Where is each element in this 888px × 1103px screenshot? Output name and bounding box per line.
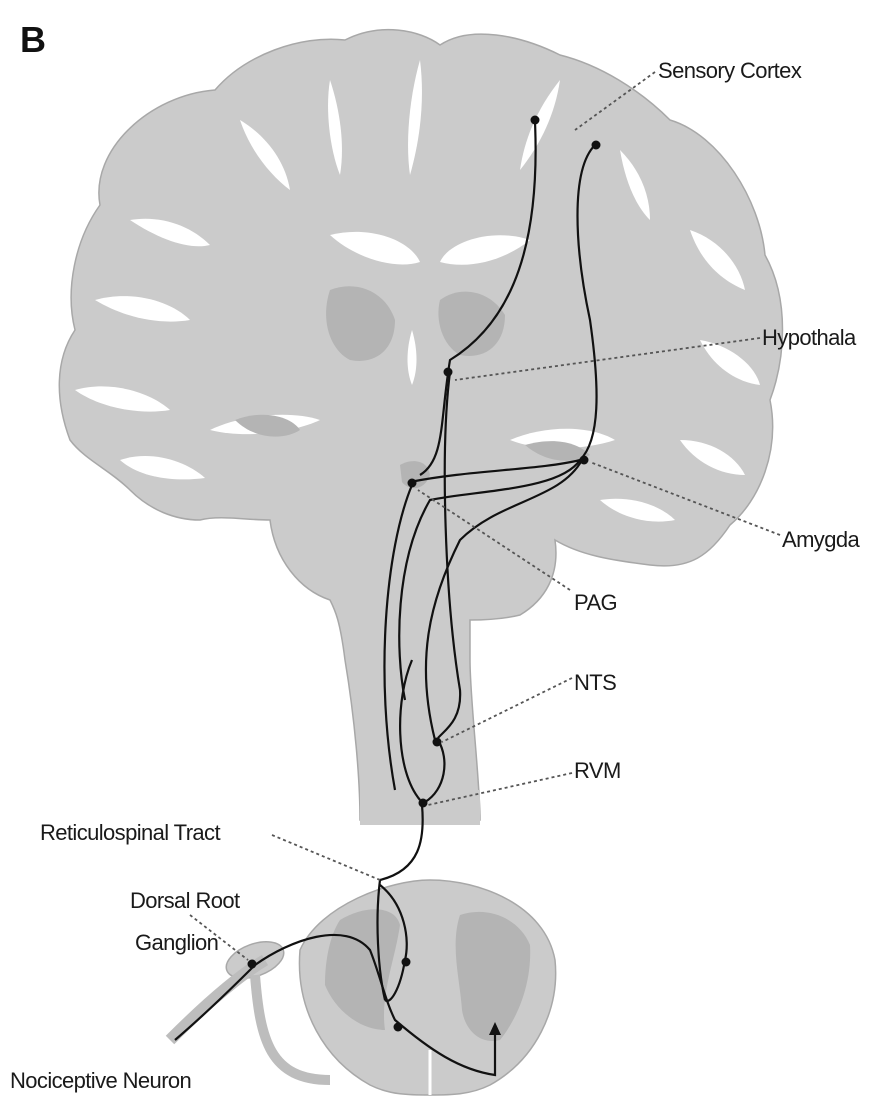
brain-section (59, 30, 782, 825)
label-nociceptive-neuron: Nociceptive Neuron (10, 1068, 191, 1093)
label-hypothalamus: Hypothala (762, 325, 857, 350)
node-drg (248, 960, 257, 969)
node-dorsal-horn-2 (394, 1023, 403, 1032)
label-pag: PAG (574, 590, 617, 615)
node-nts (433, 738, 442, 747)
label-dorsal-root-line2: Ganglion (135, 930, 218, 955)
label-nts: NTS (574, 670, 616, 695)
node-pag (408, 479, 417, 488)
node-sensory-cortex-2 (592, 141, 601, 150)
node-sensory-cortex-1 (531, 116, 540, 125)
label-dorsal-root-line1: Dorsal Root (130, 888, 240, 913)
leader-reticulospinal (272, 835, 380, 880)
label-sensory-cortex: Sensory Cortex (658, 58, 802, 83)
node-rvm (419, 799, 428, 808)
node-dorsal-horn (402, 958, 411, 967)
label-rvm: RVM (574, 758, 621, 783)
label-amygdala: Amygda (782, 527, 860, 552)
node-amygdala (580, 456, 589, 465)
panel-letter: B (20, 19, 46, 60)
node-hypothalamus (444, 368, 453, 377)
label-reticulospinal-tract: Reticulospinal Tract (40, 820, 220, 845)
